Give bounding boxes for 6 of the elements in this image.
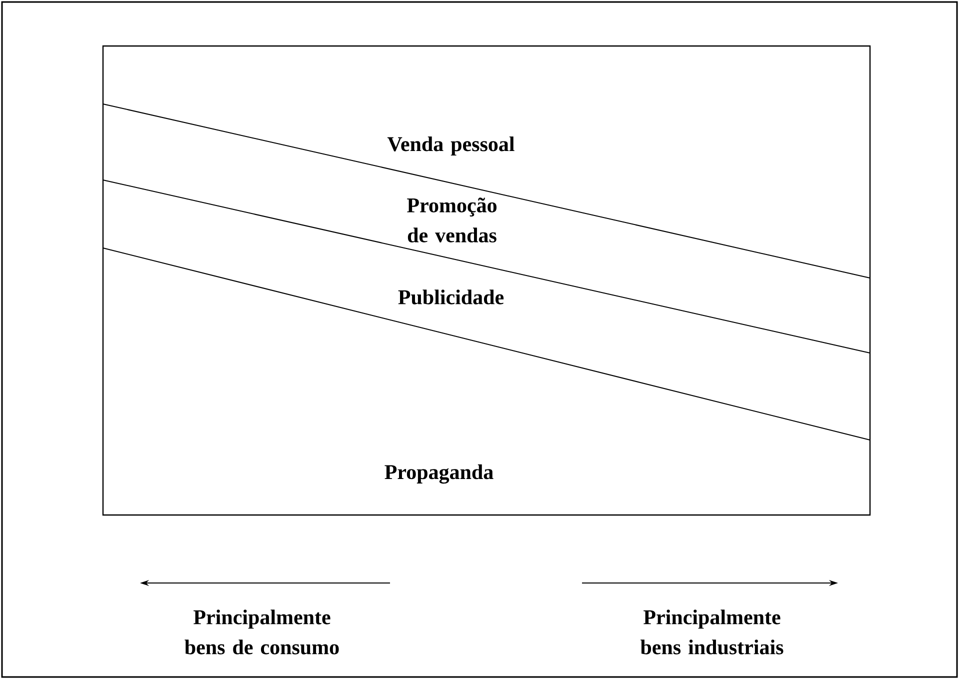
band-label: Venda pessoal [387,136,514,156]
band-label: Propaganda [384,464,494,484]
band-label: Principalmente bens de consumo [184,610,339,654]
band-label: Principalmente bens industriais [640,610,784,654]
band-label: Promoção de vendas [407,198,497,242]
band-label: Publicidade [398,290,504,304]
